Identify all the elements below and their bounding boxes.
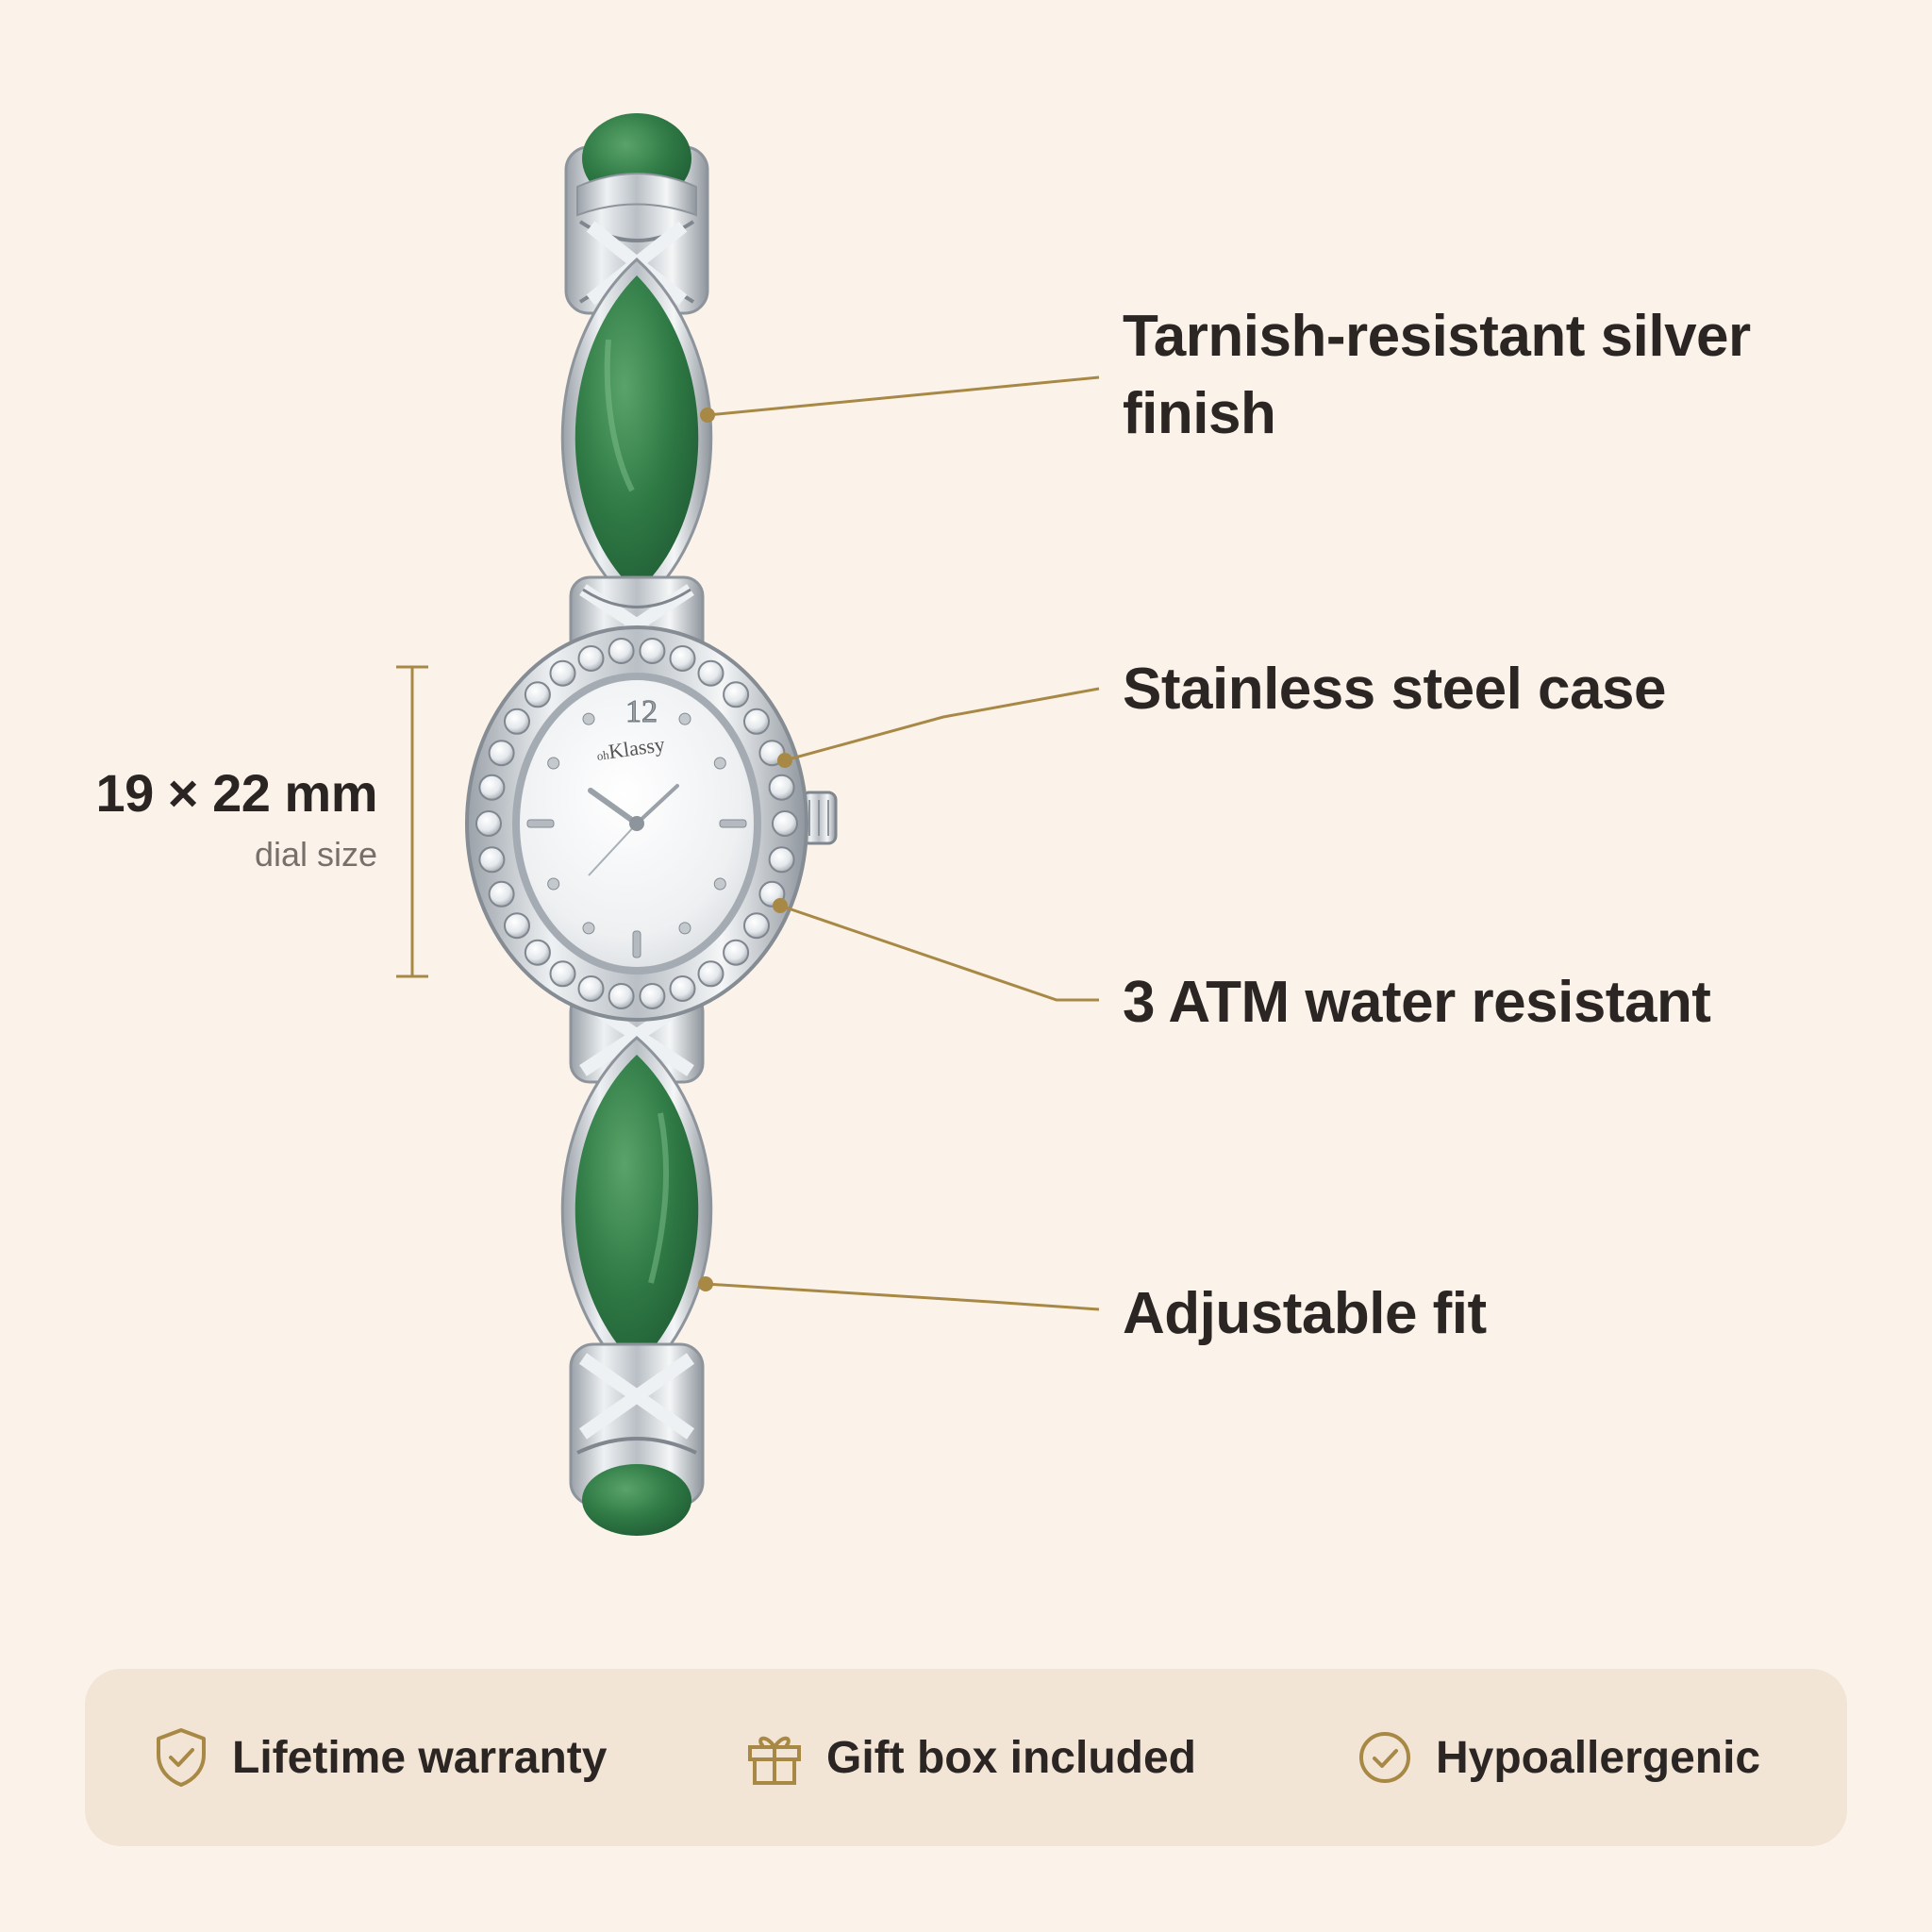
feature-water-resistance: 3 ATM water resistant — [1123, 970, 1711, 1035]
feature-case: Stainless steel case — [1123, 657, 1666, 722]
hour-markers — [526, 712, 747, 958]
benefit-hypoallergenic: Hypoallergenic — [1357, 1669, 1760, 1846]
callout-line-fit — [705, 1282, 1100, 1311]
bezel-crystal — [488, 740, 515, 767]
hour-marker — [713, 757, 726, 770]
minute-hand — [635, 784, 679, 825]
bracelet-bottom — [560, 991, 713, 1536]
bezel-crystal — [478, 774, 506, 801]
hour-hand — [588, 788, 640, 826]
hour-marker — [582, 922, 595, 935]
benefits-bar: Lifetime warranty Gift box included Hypo… — [85, 1669, 1847, 1846]
bracelet-top — [560, 113, 713, 669]
callout-line-water — [779, 904, 1099, 1002]
hour-marker — [678, 922, 691, 935]
bezel-crystal — [743, 708, 770, 735]
bezel-crystal — [772, 810, 798, 837]
bezel-crystal — [639, 983, 666, 1009]
bezel-crystal — [743, 912, 770, 940]
callout-line-case — [784, 687, 1100, 762]
bezel-crystal — [669, 975, 696, 1002]
bezel-crystal — [577, 975, 605, 1002]
hour-marker — [719, 819, 747, 828]
benefit-label: Hypoallergenic — [1436, 1732, 1761, 1783]
shield-check-icon — [157, 1728, 206, 1787]
bezel-crystal — [488, 880, 515, 908]
check-circle-icon — [1359, 1732, 1410, 1783]
bezel-crystal — [504, 708, 530, 735]
watch-case: 12 — [465, 625, 838, 1022]
callout-dot-fit — [698, 1276, 713, 1291]
bezel-crystal — [524, 939, 551, 966]
feature-fit: Adjustable fit — [1123, 1281, 1487, 1346]
hour-marker — [713, 877, 726, 891]
dial-size-value: 19 × 22 mm — [95, 763, 377, 823]
second-hand — [588, 823, 638, 876]
bezel-crystal — [608, 638, 635, 664]
hour-marker — [582, 712, 595, 725]
bezel-crystal — [524, 681, 551, 708]
bezel-crystal — [475, 810, 502, 837]
bezel-crystal — [478, 846, 506, 874]
bezel-crystal — [608, 983, 635, 1009]
callout-dot-finish — [700, 408, 715, 423]
gift-icon — [748, 1736, 801, 1785]
hour-marker — [547, 877, 560, 891]
hour-marker — [678, 712, 691, 725]
hand-pin — [629, 816, 644, 831]
hour-marker — [547, 757, 560, 770]
bezel-crystal — [549, 960, 576, 988]
callout-line-finish — [707, 375, 1100, 417]
bottom-jade-stone — [582, 1464, 691, 1536]
callout-dot-water — [773, 898, 788, 913]
bezel-crystal — [768, 774, 795, 801]
bezel-crystal — [669, 645, 696, 672]
hour-marker — [632, 930, 641, 958]
benefit-label: Gift box included — [826, 1732, 1196, 1783]
dial-size-caption: dial size — [254, 835, 377, 874]
lower-jade-stone — [575, 1055, 699, 1366]
bezel-crystal — [723, 939, 750, 966]
feature-finish: Tarnish-resistant silver finish — [1123, 304, 1751, 447]
hour-marker — [526, 819, 555, 828]
bezel-crystal — [549, 659, 576, 687]
bezel-crystal — [697, 960, 724, 988]
benefit-gift-box: Gift box included — [745, 1669, 1196, 1846]
bezel-crystal — [697, 659, 724, 687]
benefit-label: Lifetime warranty — [232, 1732, 608, 1783]
numeral-12: 12 — [625, 694, 658, 729]
bezel-crystal — [639, 638, 666, 664]
benefit-warranty: Lifetime warranty — [153, 1669, 607, 1846]
callout-dot-case — [777, 753, 792, 768]
bezel-crystal — [723, 681, 750, 708]
bezel-crystal — [577, 645, 605, 672]
dimension-bracket — [396, 665, 428, 978]
bezel-crystal — [504, 912, 530, 940]
bezel-crystal — [768, 846, 795, 874]
